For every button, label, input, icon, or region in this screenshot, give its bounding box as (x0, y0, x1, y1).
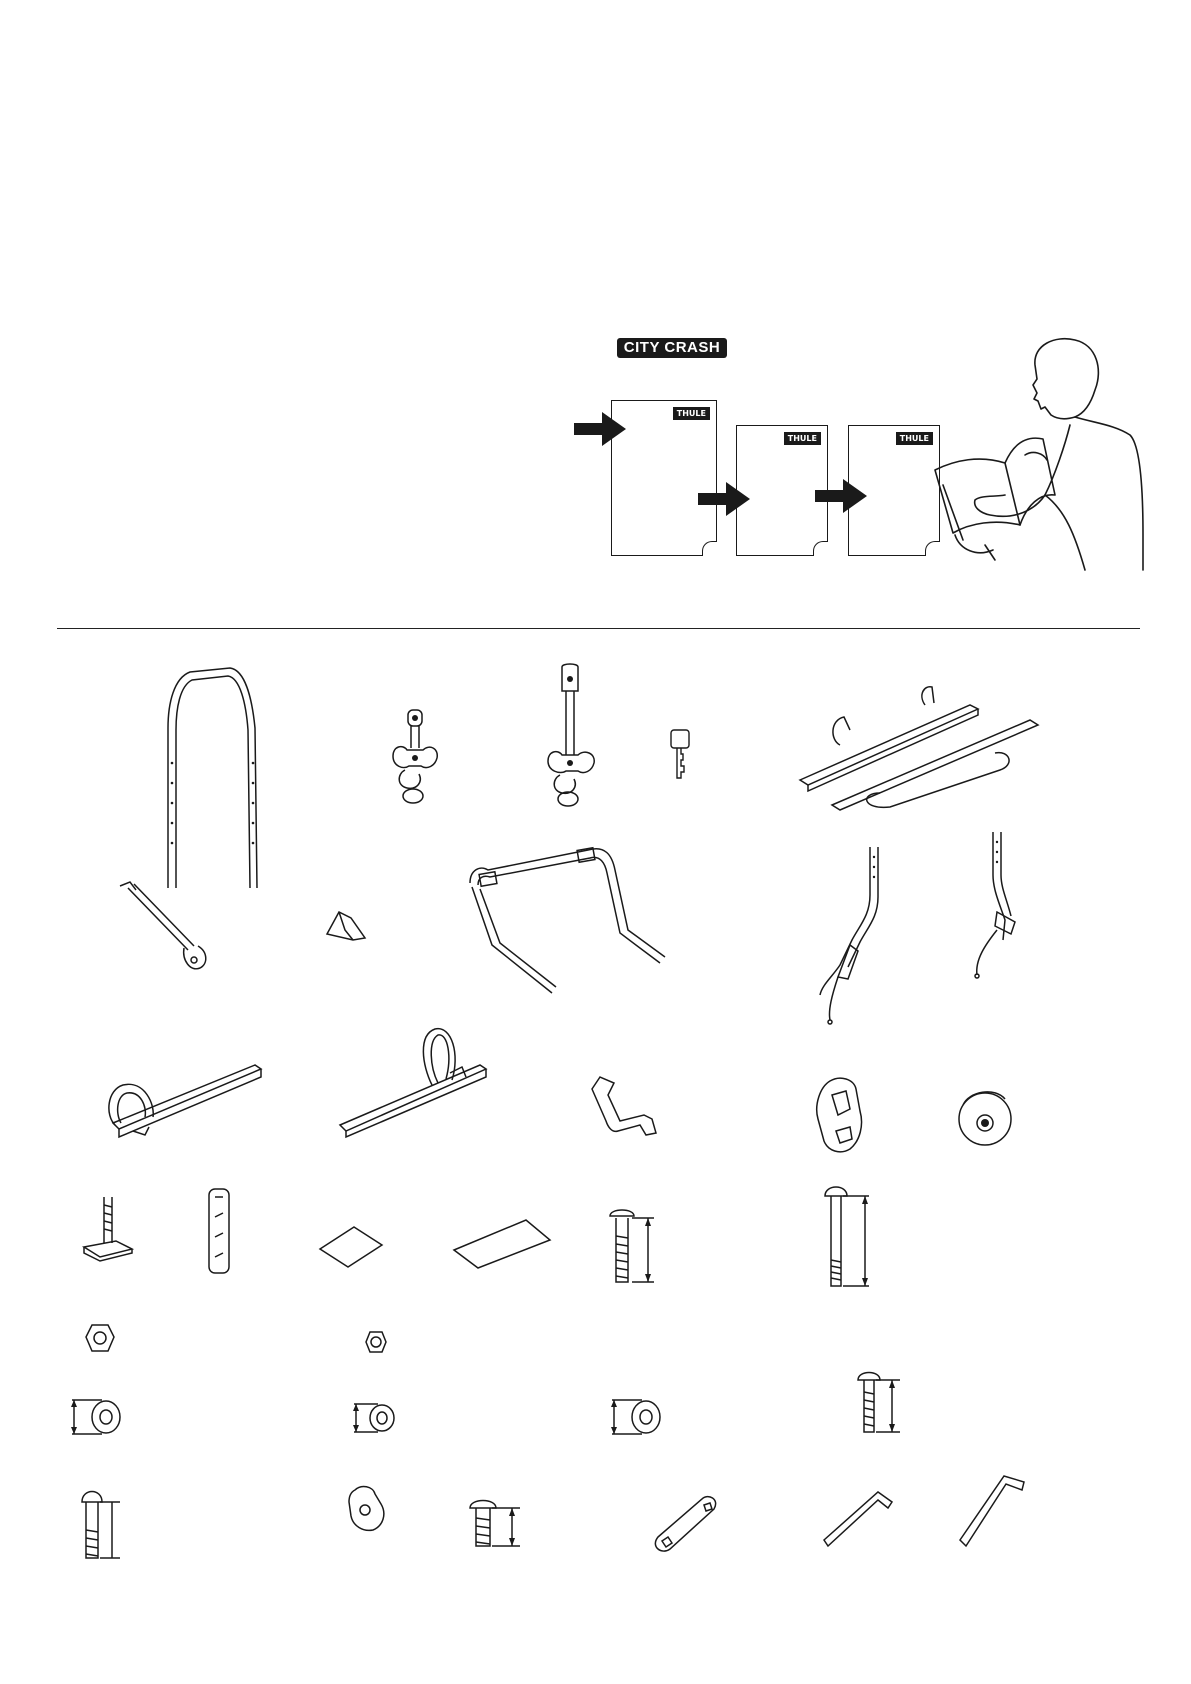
hex-key-large-part (958, 1470, 1026, 1548)
knob-latch-part (810, 1075, 870, 1155)
key-icon (669, 728, 691, 780)
product-badge: CITY CRASH (617, 338, 727, 358)
rail-platform-part (800, 685, 1040, 810)
bent-bar-frame-part (470, 845, 680, 1000)
square-pad-part (318, 1225, 384, 1269)
bolt-long-part (825, 1180, 873, 1290)
arrow-right-icon (574, 412, 626, 446)
thule-logo: THULE (784, 432, 821, 445)
bolt-medium-part (608, 1208, 660, 1286)
section-divider (57, 628, 1140, 629)
hoop-frame-part (160, 668, 265, 890)
lock-nut-small-part (364, 1330, 388, 1354)
lock-nut-large-part (84, 1323, 116, 1353)
wheel-tray-right-part (340, 1025, 490, 1140)
arrow-right-icon (815, 479, 867, 513)
frame-clamp-short-part (383, 708, 443, 808)
rectangle-pad-part (452, 1218, 552, 1270)
round-cap-part (955, 1085, 1015, 1150)
washer-middle-part (352, 1402, 398, 1434)
clip-part (325, 910, 367, 942)
knob-small-part (345, 1484, 389, 1532)
hook-arm-left-part (810, 845, 885, 1025)
strap-arm-part (118, 880, 213, 975)
washer-left-part (70, 1398, 122, 1436)
bolt-short-part (858, 1370, 902, 1434)
bent-bracket-part (590, 1075, 660, 1137)
wrench-tool-part (648, 1493, 720, 1555)
page-fold (702, 541, 717, 556)
instruction-sheet-1: THULE (611, 400, 717, 556)
thule-logo: THULE (673, 407, 710, 420)
hex-key-small-part (822, 1484, 896, 1548)
person-reading-manual-icon (925, 335, 1145, 575)
socket-bolt-part (470, 1498, 522, 1548)
page-fold (813, 541, 828, 556)
wheel-tray-left-part (105, 1055, 265, 1145)
hook-arm-right-part (955, 830, 1030, 980)
arrow-right-icon (698, 482, 750, 516)
rail-profile-part (205, 1187, 235, 1275)
frame-clamp-long-part (540, 665, 600, 810)
t-bolt-part (82, 1195, 134, 1261)
washer-right-part (610, 1398, 662, 1436)
carriage-bolt-part (82, 1488, 122, 1560)
